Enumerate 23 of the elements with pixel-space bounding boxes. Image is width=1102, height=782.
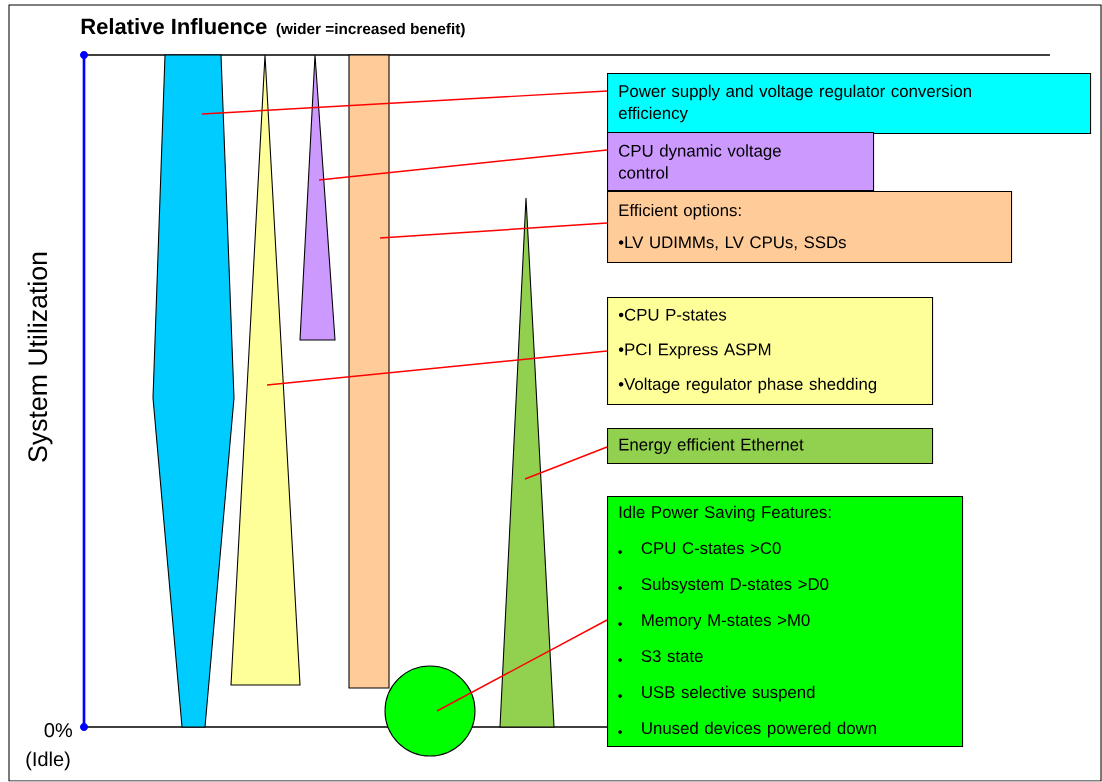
text-box: Power supply and voltage regulator conversion efficiency <box>607 73 1092 135</box>
text-box: Efficient options: •LV UDIMMs, LV CPUs, SSDs <box>607 191 1013 264</box>
tapered-bar <box>152 54 235 728</box>
circle <box>384 665 476 757</box>
text-box: •CPU P-states •PCI Express ASPM •Voltage regulator phase shedding <box>607 297 934 406</box>
text-box: CPU dynamic voltage control <box>607 132 875 192</box>
leader-line <box>524 446 608 480</box>
leader-line <box>379 222 608 239</box>
axis-tick-label: 0% <box>44 723 72 738</box>
triangle <box>299 54 336 341</box>
text-box: Idle Power Saving Features: CPU C-states >C0 Subsystem D-states >D0 Memory M-states >M0 S3 state USB selective suspend Unused devices powered down <box>607 496 964 748</box>
triangle <box>230 54 301 686</box>
title: Relative Influence <box>81 18 267 35</box>
leader-line <box>436 619 608 712</box>
leader-line <box>266 350 608 386</box>
leader-line <box>318 149 608 181</box>
leader-line <box>201 90 608 115</box>
text-box: Energy efficient Ethernet <box>607 428 934 465</box>
bar <box>348 54 390 689</box>
triangle <box>499 197 555 728</box>
subtitle: (wider =increased benefit) <box>276 22 465 38</box>
axis-label: System Utilization <box>27 252 53 462</box>
axis-note: (Idle) <box>26 751 70 771</box>
